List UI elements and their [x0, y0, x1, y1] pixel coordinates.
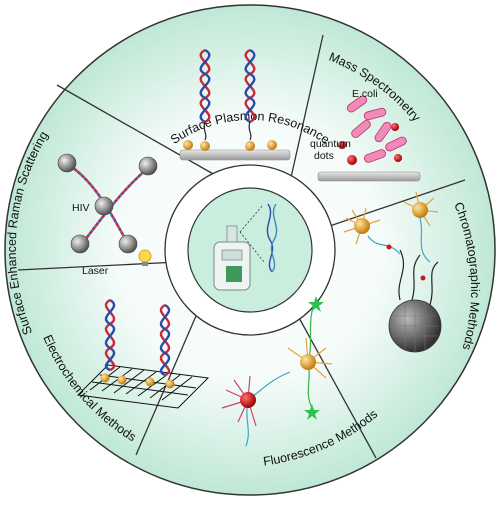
sers-nanoparticles	[57, 153, 158, 254]
device-vial	[226, 225, 238, 243]
spr-illustration	[179, 48, 291, 161]
chrom-gold-ligands	[343, 191, 439, 306]
quantum-dots	[338, 123, 402, 165]
chrom-bead-texture	[391, 300, 439, 352]
ms-illustration: E.coli quantum dots	[310, 88, 421, 182]
sers-illustration: HIV Laser	[57, 153, 158, 277]
dots-label: dots	[314, 150, 334, 162]
fluor-ligands	[221, 299, 333, 447]
device-chip	[226, 266, 242, 282]
electro-dna-left	[104, 298, 116, 372]
center-dna-strand-b	[270, 203, 278, 273]
electro-illustration	[76, 298, 210, 409]
spr-dna-left	[199, 48, 211, 141]
hiv-label: HIV	[72, 202, 90, 214]
laser-label: Laser	[82, 265, 109, 277]
lightbulb-icon	[138, 249, 152, 266]
center-dna-strand-a	[266, 203, 274, 273]
fluor-star-bottom	[304, 404, 320, 420]
chrom-illustration	[343, 191, 442, 353]
spr-plate	[179, 149, 291, 161]
fluor-illustration	[221, 296, 333, 447]
fluor-gold-np	[300, 354, 316, 370]
zoom-lines	[239, 205, 265, 263]
ecoli-cells	[346, 95, 407, 163]
chrom-gold-np-1	[354, 218, 370, 234]
spr-dna-right	[244, 48, 256, 141]
electro-dna-right	[159, 303, 171, 377]
quantum-label: quantum	[310, 138, 351, 150]
fluor-star-top	[308, 296, 324, 312]
chrom-gold-np-2	[412, 202, 428, 218]
fluor-red-np	[240, 392, 256, 408]
center-device	[187, 187, 313, 313]
ms-plate	[317, 171, 421, 182]
device-screen	[221, 249, 243, 261]
ecoli-label: E.coli	[352, 88, 378, 100]
